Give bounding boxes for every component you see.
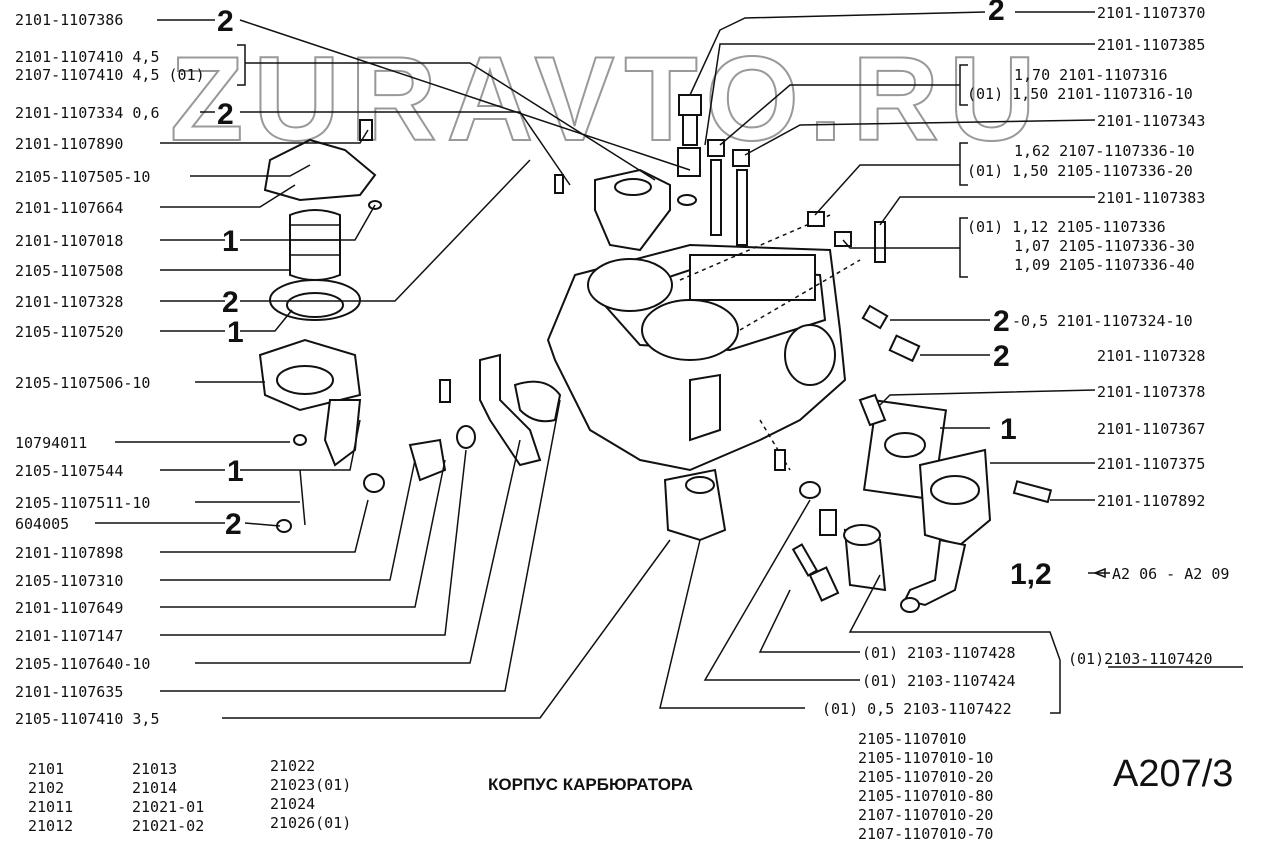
right-label-3: 1,70 2101-1107316 — [1014, 66, 1168, 84]
right-label-7: (01) 1,50 2105-1107336-20 — [967, 162, 1193, 180]
assembly-6: 2107-1107010-70 — [858, 825, 993, 843]
left-label-6: 2105-1107505-10 — [15, 168, 150, 186]
bottom-label-4: (01)2103-1107420 — [1068, 650, 1213, 668]
right-label-15: 2101-1107367 — [1097, 420, 1205, 438]
choke-cover-illustration — [258, 119, 564, 467]
bottom-label-2: (01) 2103-1107424 — [862, 672, 1016, 690]
carburetor-body-illustration — [546, 214, 861, 472]
assembly-3: 2105-1107010-20 — [858, 768, 993, 786]
right-qty-15: 1 — [1000, 413, 1017, 446]
left-label-15: 2105-1107511-10 — [15, 494, 150, 512]
left-label-17: 2101-1107898 — [15, 544, 123, 562]
model-list: 2101 2102 21011 21012 21013 21014 21021-… — [28, 757, 351, 835]
bottom-leader-lines — [659, 499, 1243, 714]
diagram-title: КОРПУС КАРБЮРАТОРА — [488, 775, 693, 794]
right-label-1: 2101-1107370 — [1097, 4, 1205, 22]
left-label-8: 2101-1107018 — [15, 232, 123, 250]
assembly-numbers: 2105-1107010 2105-1107010-10 2105-110701… — [858, 730, 993, 843]
left-label-23: 2105-1107410 3,5 — [15, 710, 160, 728]
right-label-6: 1,62 2107-1107336-10 — [1014, 142, 1195, 160]
model-c1-1: 2101 — [28, 760, 64, 778]
left-label-9: 2105-1107508 — [15, 262, 123, 280]
left-label-1: 2101-1107386 — [15, 11, 123, 29]
right-label-10: 1,07 2105-1107336-30 — [1014, 237, 1195, 255]
left-qty-16: 2 — [225, 508, 242, 541]
right-qty-13: 2 — [993, 340, 1010, 373]
model-c1-3: 21011 — [28, 798, 73, 816]
page-code: A207/3 — [1113, 753, 1233, 795]
assembly-4: 2105-1107010-80 — [858, 787, 993, 805]
right-label-16: 2101-1107375 — [1097, 455, 1205, 473]
right-part-labels: 2 2101-1107370 2101-1107385 1,70 2101-11… — [967, 0, 1229, 591]
right-qty-1: 2 — [988, 0, 1005, 27]
bottom-part-labels: (01) 2103-1107428 (01) 2103-1107424 (01)… — [822, 644, 1213, 718]
footnote-code: 1,2 — [1010, 558, 1052, 591]
right-label-2: 2101-1107385 — [1097, 36, 1205, 54]
left-label-21: 2105-1107640-10 — [15, 655, 150, 673]
right-label-8: 2101-1107383 — [1097, 189, 1205, 207]
right-leader-lines — [689, 11, 1110, 579]
model-c3-1: 21022 — [270, 757, 315, 775]
right-label-17: 2101-1107892 — [1097, 492, 1205, 510]
left-qty-11: 1 — [227, 316, 244, 349]
right-label-12: -0,5 2101-1107324-10 — [1012, 312, 1193, 330]
jets-and-valves-illustration — [594, 94, 921, 363]
left-label-19: 2101-1107649 — [15, 599, 123, 617]
left-label-20: 2101-1107147 — [15, 627, 123, 645]
bottom-label-1: (01) 2103-1107428 — [862, 644, 1016, 662]
model-c3-4: 21026(01) — [270, 814, 351, 832]
model-c1-4: 21012 — [28, 817, 73, 835]
left-label-5: 2101-1107890 — [15, 135, 123, 153]
model-c2-4: 21021-02 — [132, 817, 204, 835]
model-c1-2: 2102 — [28, 779, 64, 797]
left-leader-lines — [95, 19, 691, 719]
model-c3-3: 21024 — [270, 795, 315, 813]
left-qty-8: 1 — [222, 225, 239, 258]
left-qty-4: 2 — [217, 98, 234, 131]
left-qty-1: 2 — [217, 5, 234, 38]
assembly-5: 2107-1107010-20 — [858, 806, 993, 824]
left-part-labels: 2101-1107386 2 2101-1107410 4,5 2107-110… — [15, 5, 244, 728]
right-label-5: 2101-1107343 — [1097, 112, 1205, 130]
left-qty-14: 1 — [227, 455, 244, 488]
left-label-16: 604005 — [15, 515, 69, 533]
left-qty-10: 2 — [222, 286, 239, 319]
right-label-4: (01) 1,50 2101-1107316-10 — [967, 85, 1193, 103]
left-label-11: 2105-1107520 — [15, 323, 123, 341]
left-label-22: 2101-1107635 — [15, 683, 123, 701]
right-label-14: 2101-1107378 — [1097, 383, 1205, 401]
footnote-ref: A2 06 - A2 09 — [1112, 565, 1229, 583]
left-label-14: 2105-1107544 — [15, 462, 123, 480]
right-label-9: (01) 1,12 2105-1107336 — [967, 218, 1166, 236]
left-label-3: 2107-1107410 4,5 (01) — [15, 66, 205, 84]
model-c2-1: 21013 — [132, 760, 177, 778]
linkage-parts-illustration — [276, 353, 562, 533]
assembly-2: 2105-1107010-10 — [858, 749, 993, 767]
left-label-4: 2101-1107334 0,6 — [15, 104, 160, 122]
left-label-2: 2101-1107410 4,5 — [15, 48, 160, 66]
right-qty-12: 2 — [993, 305, 1010, 338]
left-label-18: 2105-1107310 — [15, 572, 123, 590]
accelerator-pump-illustration — [663, 393, 1053, 613]
left-label-7: 2101-1107664 — [15, 199, 123, 217]
left-label-13: 10794011 — [15, 434, 87, 452]
model-c2-2: 21014 — [132, 779, 177, 797]
model-c3-2: 21023(01) — [270, 776, 351, 794]
right-label-13: 2101-1107328 — [1097, 347, 1205, 365]
model-c2-3: 21021-01 — [132, 798, 204, 816]
left-label-10: 2101-1107328 — [15, 293, 123, 311]
right-label-11: 1,09 2105-1107336-40 — [1014, 256, 1195, 274]
assembly-1: 2105-1107010 — [858, 730, 966, 748]
bottom-label-3: (01) 0,5 2103-1107422 — [822, 700, 1012, 718]
left-label-12: 2105-1107506-10 — [15, 374, 150, 392]
